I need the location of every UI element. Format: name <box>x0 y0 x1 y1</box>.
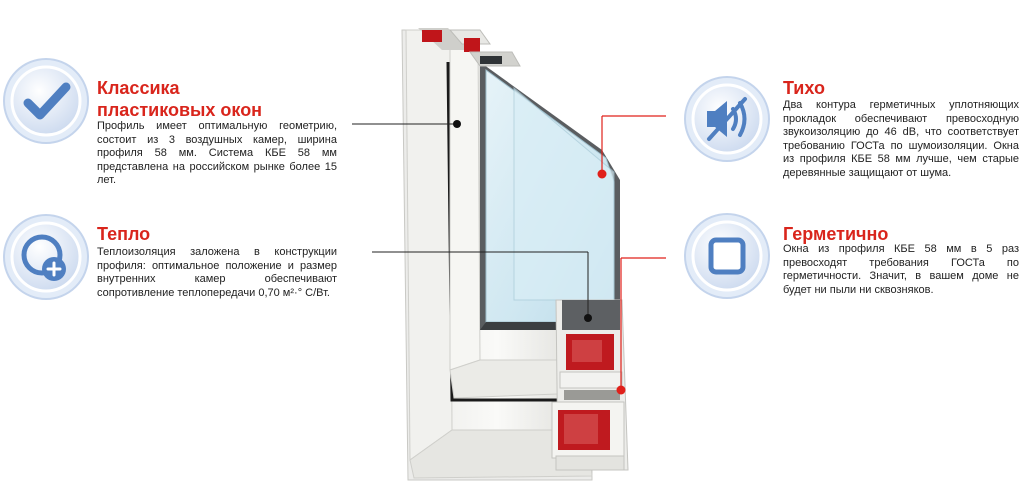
classic-description: Профиль имеет оптимальную геометрию, сос… <box>97 120 337 186</box>
sealed-badge <box>683 212 771 300</box>
sealed-title: Герметично <box>783 224 889 244</box>
classic-title-line2: пластиковых окон <box>97 100 263 120</box>
warm-title: Тепло <box>97 224 151 244</box>
warm-description: Теплоизоляция заложена в конструкции про… <box>97 246 337 299</box>
classic-badge <box>2 57 90 145</box>
muted-speaker-icon <box>684 76 770 162</box>
classic-title: Классика пластиковых окон <box>97 77 337 121</box>
quiet-badge <box>683 75 771 163</box>
window-profile-illustration <box>401 28 629 481</box>
warm-badge <box>2 213 90 301</box>
quiet-description: Два контура герметичных уплотняющих прок… <box>783 99 1019 179</box>
plus-icon <box>3 214 89 300</box>
checkmark-icon <box>3 58 89 144</box>
quiet-title: Тихо <box>783 78 825 98</box>
classic-title-line1: Классика <box>97 78 180 98</box>
square-icon <box>684 213 770 299</box>
sealed-description: Окна из профиля КБЕ 58 мм в 5 раз превос… <box>783 243 1019 296</box>
